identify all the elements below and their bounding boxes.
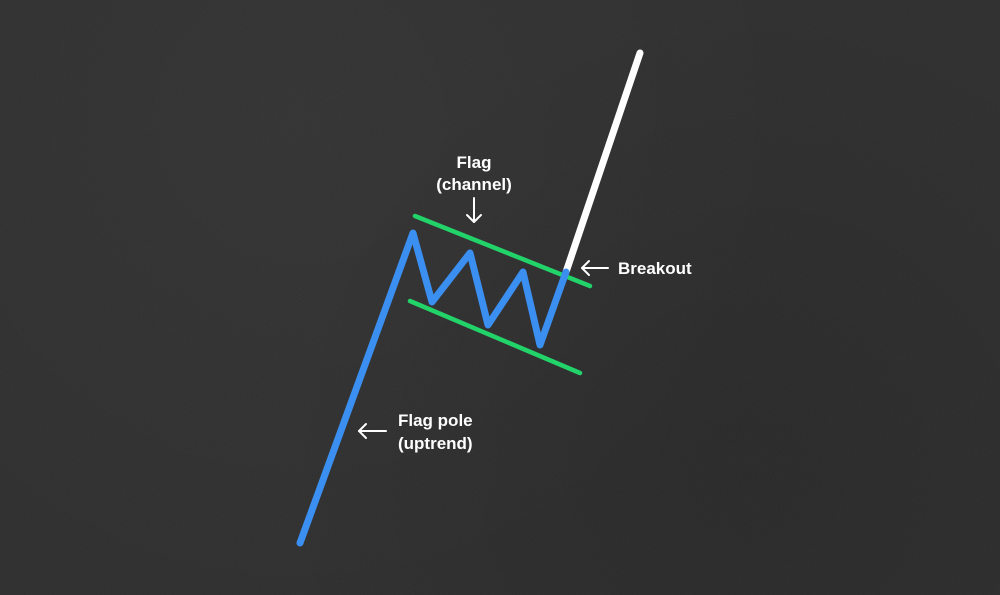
arrow-left-icon bbox=[358, 423, 387, 439]
channel-lower-line bbox=[407, 298, 583, 376]
flag-label-line1: Flag bbox=[457, 153, 492, 172]
flag-pole-label-line2: (uptrend) bbox=[398, 434, 473, 453]
channel-upper-line bbox=[412, 213, 593, 289]
flag-pole-label-line1: Flag pole bbox=[398, 411, 473, 430]
breakout-line bbox=[562, 49, 644, 276]
arrow-down-icon bbox=[466, 197, 482, 223]
flag-label-line2: (channel) bbox=[436, 175, 512, 194]
arrow-left-icon bbox=[581, 260, 609, 276]
breakout-label: Breakout bbox=[618, 259, 692, 278]
price-path bbox=[296, 229, 570, 547]
